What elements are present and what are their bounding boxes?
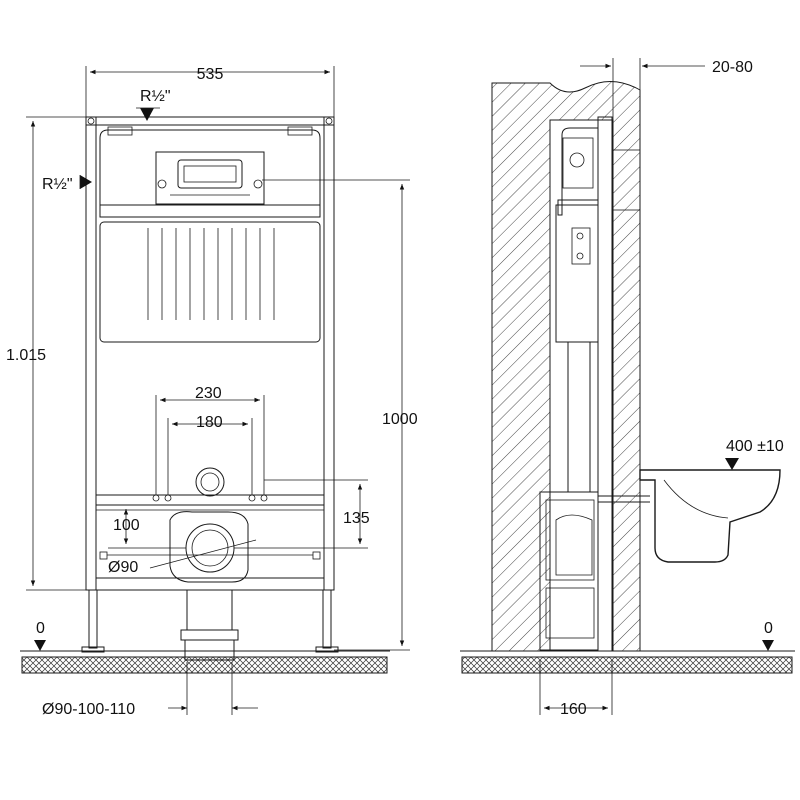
floor-level-label-side: 0: [764, 620, 773, 637]
dim-drain-offset-label: 100: [113, 517, 140, 534]
flush-plate-opening: [155, 151, 265, 205]
dim-top-inlet-label: R½": [140, 88, 171, 105]
installation-cavity: [549, 119, 614, 652]
floor-slab-front: [21, 656, 388, 674]
front-view: 535 R½" R½" 1.015 1000 230 180 100: [6, 66, 418, 718]
floor-level-arrow-side: [762, 640, 774, 651]
dim-bolt-height-label: 135: [343, 510, 370, 527]
bowl-height-arrow: [725, 458, 739, 470]
dim-bolt-outer-label: 230: [195, 385, 222, 402]
drain-elbow: [169, 511, 249, 583]
dim-bolt-inner-label: 180: [196, 414, 223, 431]
side-view: 20-80 400 ±10 160 0: [460, 58, 795, 718]
lower-module-side: [539, 491, 599, 651]
drain-pipe: [180, 589, 239, 661]
drain-dia-leader: [149, 539, 257, 569]
dim-total-height-label: 1.015: [6, 347, 46, 364]
floor-slab-side: [461, 656, 793, 674]
side-inlet-arrow: [80, 175, 92, 189]
dim-drain-dia-label: Ø90: [108, 559, 138, 576]
dim-side-inlet-label: R½": [42, 176, 73, 193]
dim-width-label: 535: [197, 66, 224, 83]
cistern-housing: [99, 126, 321, 343]
floor-level-arrow-front: [34, 640, 46, 651]
dim-bowl-height-label: 400 ±10: [726, 438, 784, 455]
dim-frame-height-label: 1000: [382, 411, 418, 428]
flush-outlet-port: [195, 467, 225, 497]
finish-panel: [597, 116, 613, 652]
dim-wall-gap-label: 20-80: [712, 59, 753, 76]
toilet-bowl-side: [639, 469, 781, 563]
dim-drain-range-label: Ø90-100-110: [42, 701, 135, 718]
top-inlet-arrow: [140, 108, 154, 121]
flush-plate-side: [611, 149, 641, 211]
dim-depth-label: 160: [560, 701, 587, 718]
floor-level-label-front: 0: [36, 620, 45, 637]
